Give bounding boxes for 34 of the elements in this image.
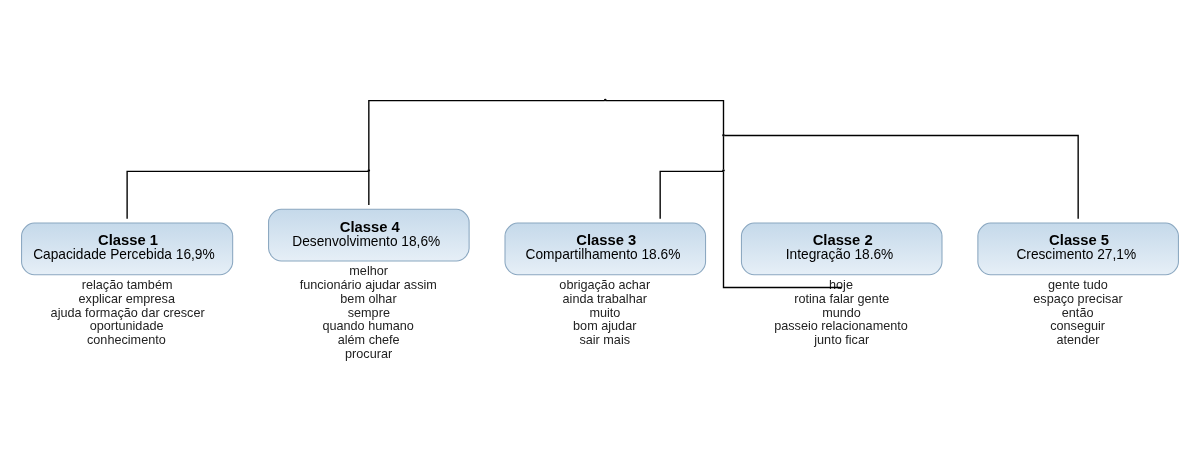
node-label: hoje	[829, 277, 853, 292]
node-label: procurar	[345, 346, 393, 361]
connector	[722, 134, 725, 170]
connector	[659, 170, 725, 220]
node-label: bem olhar	[340, 291, 397, 306]
node-label: funcionário ajudar assim	[299, 277, 437, 292]
node-label: junto ficar	[814, 332, 870, 347]
node-label: muito	[589, 305, 621, 320]
node-point	[604, 98, 607, 101]
node-point	[722, 133, 725, 137]
node-point	[367, 168, 371, 172]
node-label: além chefe	[337, 332, 400, 347]
node-label: melhor	[349, 263, 388, 278]
node-label: obrigação achar	[559, 277, 651, 292]
node-label: então	[1061, 305, 1094, 320]
connector	[722, 170, 843, 288]
connector	[605, 99, 725, 135]
node-label: bom ajudar	[573, 318, 637, 333]
node-label: espaço precisar	[1033, 291, 1123, 306]
node-label: mundo	[822, 305, 861, 320]
node-label: passeio relacionamento	[774, 318, 908, 333]
node-label: gente tudo	[1048, 277, 1108, 292]
node-point	[722, 168, 725, 172]
node-label: conseguir	[1050, 318, 1106, 333]
node-label: atender	[1056, 332, 1100, 347]
node-label: ainda trabalhar	[562, 291, 647, 306]
node-label: relação também	[81, 277, 173, 292]
node-label: rotina falar gente	[794, 291, 890, 306]
node-label: ajuda formação dar crescer	[50, 305, 205, 320]
node-label: conhecimento	[87, 332, 166, 347]
node-label: explicar empresa	[78, 291, 175, 306]
connector	[723, 134, 1079, 220]
node-label: sempre	[347, 305, 390, 320]
node-label: sair mais	[579, 332, 631, 347]
